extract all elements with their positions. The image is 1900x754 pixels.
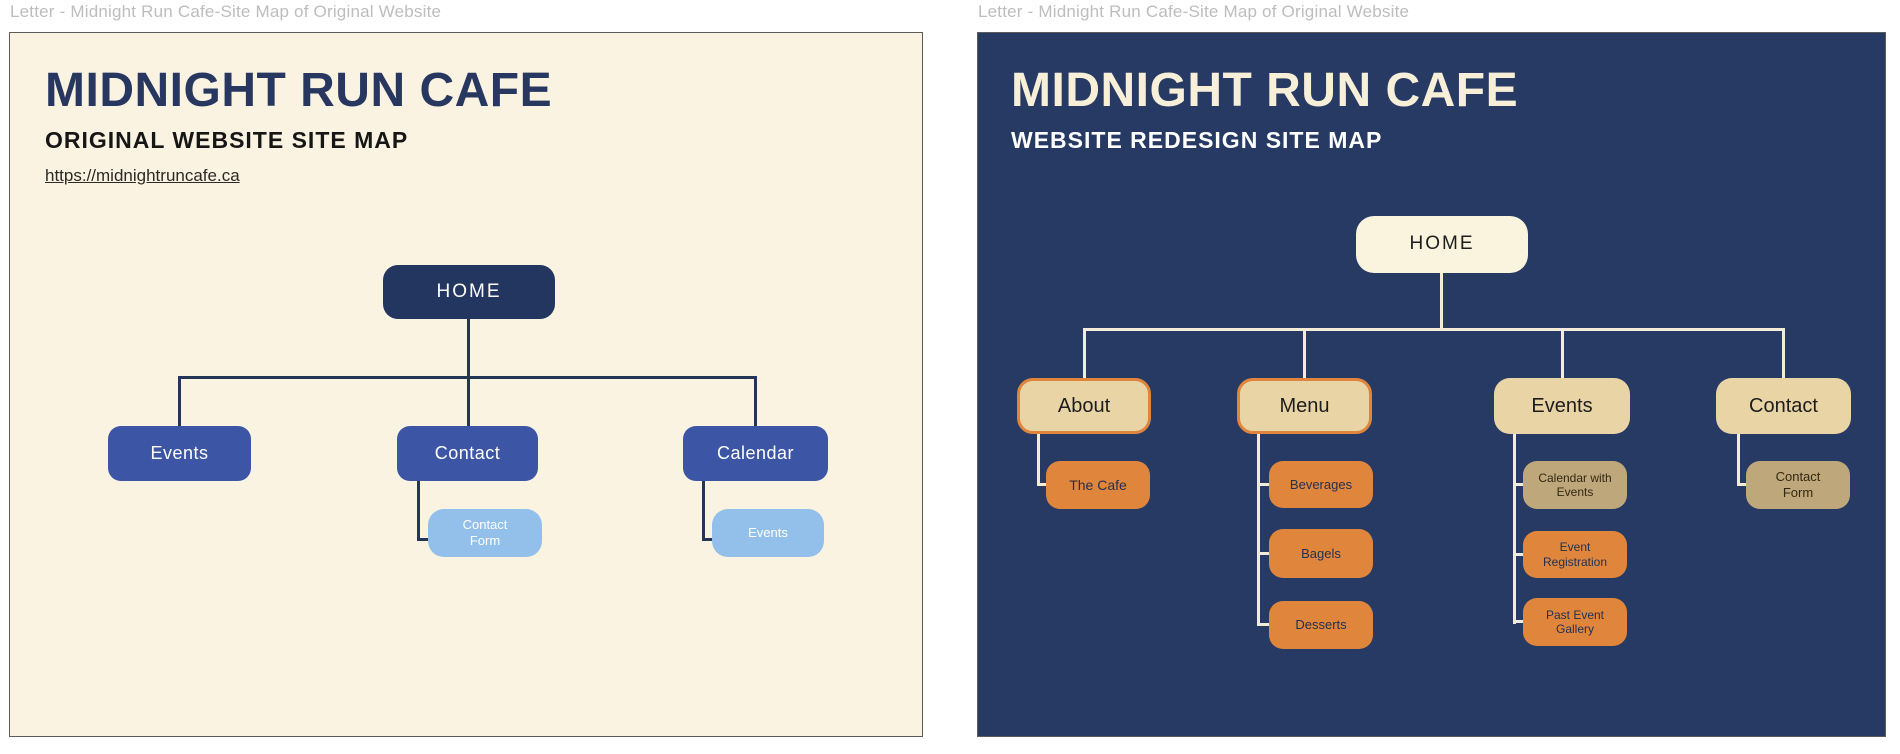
node-bagels[interactable]: Bagels	[1269, 529, 1373, 578]
node-desserts[interactable]: Desserts	[1269, 601, 1373, 649]
page-title: MIDNIGHT RUN CAFE	[1011, 64, 1519, 117]
connector-calendar-child-h	[702, 538, 712, 541]
node-contact-form[interactable]: Contact Form	[1746, 461, 1850, 509]
node-calendar-with-events[interactable]: Calendar with Events	[1523, 461, 1627, 509]
connector-drop-calendar	[754, 376, 757, 428]
artboard-label-left: Letter - Midnight Run Cafe-Site Map of O…	[10, 2, 442, 21]
node-calendar-events[interactable]: Events	[712, 509, 824, 557]
page-subtitle: ORIGINAL WEBSITE SITE MAP	[45, 127, 409, 153]
node-calendar[interactable]: Calendar	[683, 426, 828, 481]
connector-menu-col	[1257, 434, 1260, 626]
connector-about-col	[1037, 434, 1040, 485]
artboard-original-sitemap[interactable]: MIDNIGHT RUN CAFE ORIGINAL WEBSITE SITE …	[9, 32, 923, 737]
connector-drop-about	[1083, 328, 1086, 378]
connector-drop-events	[178, 376, 181, 428]
node-contact-form[interactable]: Contact Form	[428, 509, 542, 557]
artboard-redesign-sitemap[interactable]: MIDNIGHT RUN CAFE WEBSITE REDESIGN SITE …	[977, 32, 1886, 737]
connector-contact-child-v	[417, 481, 420, 541]
connector-level1-bar	[1083, 328, 1785, 331]
node-beverages[interactable]: Beverages	[1269, 461, 1373, 508]
node-past-event-gallery[interactable]: Past Event Gallery	[1523, 598, 1627, 646]
connector-drop-contact	[1782, 328, 1785, 378]
connector-contact-child-h	[417, 538, 428, 541]
connector-menu-stub-1	[1257, 483, 1269, 486]
connector-menu-stub-3	[1257, 623, 1269, 626]
connector-contact-col	[1737, 434, 1740, 485]
node-contact[interactable]: Contact	[1716, 378, 1851, 434]
node-menu[interactable]: Menu	[1237, 378, 1372, 434]
connector-drop-events	[1561, 328, 1564, 378]
connector-drop-menu	[1303, 328, 1306, 378]
node-events[interactable]: Events	[108, 426, 251, 481]
connector-about-stub	[1037, 483, 1046, 486]
connector-calendar-child-v	[702, 481, 705, 541]
connector-level1-bar	[178, 376, 757, 379]
connector-menu-stub-2	[1257, 552, 1269, 555]
connector-events-stub-2	[1513, 553, 1523, 556]
connector-events-col	[1513, 434, 1516, 624]
node-contact[interactable]: Contact	[397, 426, 538, 481]
page-subtitle: WEBSITE REDESIGN SITE MAP	[1011, 127, 1383, 153]
node-the-cafe[interactable]: The Cafe	[1046, 461, 1150, 509]
node-about[interactable]: About	[1017, 378, 1151, 434]
connector-events-stub-1	[1513, 483, 1523, 486]
node-home[interactable]: HOME	[383, 265, 555, 319]
connector-contact-stub	[1737, 483, 1746, 486]
connector-events-stub-3	[1513, 620, 1523, 623]
connector-home-drop	[1440, 273, 1443, 328]
node-home[interactable]: HOME	[1356, 216, 1528, 273]
node-event-registration[interactable]: Event Registration	[1523, 531, 1627, 578]
connector-home-to-contact	[467, 319, 470, 426]
node-events[interactable]: Events	[1494, 378, 1630, 434]
artboard-label-right: Letter - Midnight Run Cafe-Site Map of O…	[978, 2, 1410, 21]
page-title: MIDNIGHT RUN CAFE	[45, 64, 553, 117]
site-url-link[interactable]: https://midnightruncafe.ca	[45, 166, 240, 185]
